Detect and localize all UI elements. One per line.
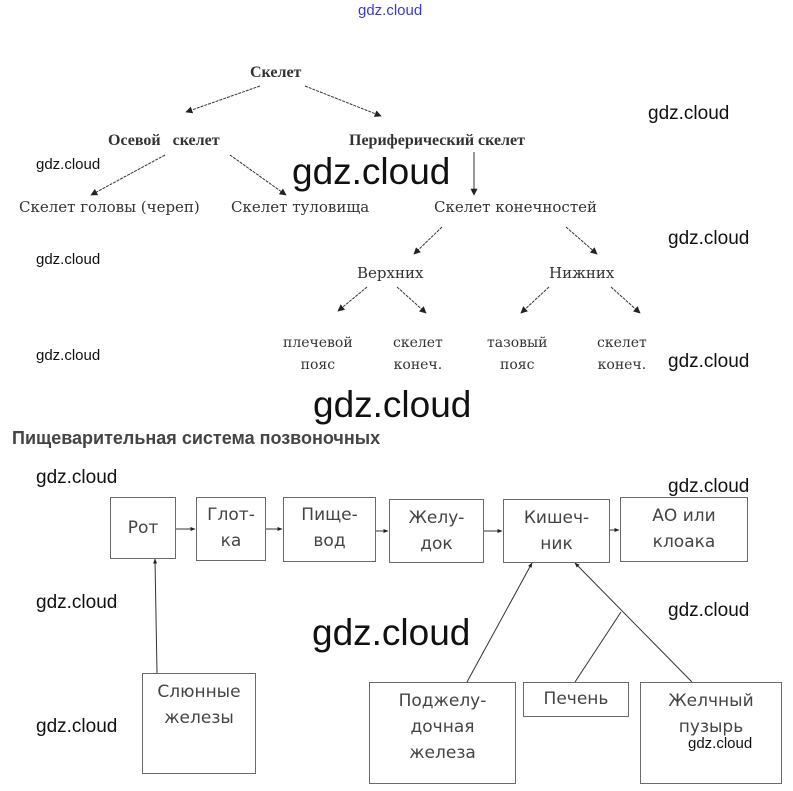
- watermark: gdz.cloud: [36, 592, 118, 613]
- arrow-skeleton-to-axial: [185, 85, 261, 114]
- box-gallbladder: Желчный пузырь: [640, 682, 782, 784]
- node-pelvic-girdle: тазовый пояс: [487, 335, 548, 373]
- box-pancreas: Поджелу- дочная железа: [369, 682, 516, 784]
- digestive-title: Пищеварительная система позвоночных: [12, 428, 381, 448]
- box-mouth: Рот: [110, 497, 176, 559]
- watermark-large: gdz.cloud: [312, 612, 471, 653]
- box-liver: Печень: [523, 682, 629, 717]
- box-anus-or-cloaca: АО или клоака: [620, 497, 748, 562]
- arrow-lower-to-pelvis: [520, 286, 550, 314]
- watermark: gdz.cloud: [668, 600, 750, 621]
- node-shoulder-girdle: плечевой пояс: [283, 335, 353, 373]
- watermark: gdz.cloud: [36, 251, 101, 268]
- arrow-axial-to-head: [90, 154, 166, 196]
- watermark: gdz.cloud: [668, 476, 750, 497]
- node-trunk-skeleton: Скелет туловища: [231, 198, 370, 216]
- arrow-limbs-to-upper: [413, 226, 443, 255]
- box-pharynx: Глот- ка: [196, 497, 266, 561]
- watermark: gdz.cloud: [688, 735, 753, 752]
- watermark-large: gdz.cloud: [313, 384, 472, 425]
- node-peripheral-skeleton: Периферический скелет: [349, 132, 525, 149]
- node-skeleton: Скелет: [250, 64, 302, 81]
- arrow-skeleton-to-peripheral: [304, 85, 382, 117]
- node-axial-skeleton: Осевой скелет: [108, 132, 220, 149]
- line-liver-to-bile-duct: [574, 611, 622, 683]
- watermark: gdz.cloud: [36, 156, 101, 173]
- arrow-limbs-to-lower: [565, 226, 598, 255]
- node-head-skeleton: Скелет головы (череп): [19, 198, 200, 216]
- box-stomach: Желу- док: [389, 499, 484, 563]
- watermark: gdz.cloud: [668, 351, 750, 372]
- box-intestine: Кишеч- ник: [503, 499, 610, 563]
- box-esophagus: Пище- вод: [283, 497, 376, 562]
- arrow-pancreas-to-intestine: [466, 562, 533, 683]
- arrow-upper-to-shoulder: [337, 286, 368, 312]
- arrow-axial-to-trunk: [229, 154, 287, 196]
- node-upper-limb-skeleton: скелет конеч.: [393, 335, 443, 373]
- node-lower-limb-skeleton: скелет конеч.: [597, 335, 647, 373]
- watermark-top: gdz.cloud: [358, 2, 423, 19]
- arrow-lower-to-leg: [610, 286, 641, 314]
- watermark: gdz.cloud: [648, 103, 730, 124]
- arrow-upper-to-arm: [396, 286, 427, 314]
- watermark: gdz.cloud: [36, 716, 118, 737]
- node-lower-limbs: Нижних: [549, 264, 615, 282]
- box-salivary-glands: Слюнные железы: [142, 673, 256, 774]
- arrow-salivary-to-mouth: [153, 558, 158, 674]
- node-upper-limbs: Верхних: [357, 264, 424, 282]
- watermark: gdz.cloud: [36, 347, 101, 364]
- watermark: gdz.cloud: [36, 467, 118, 488]
- node-limbs-skeleton: Скелет конечностей: [434, 198, 598, 216]
- watermark-large: gdz.cloud: [292, 151, 451, 192]
- arrow-gallbladder-to-intestine: [574, 562, 693, 683]
- watermark: gdz.cloud: [668, 228, 750, 249]
